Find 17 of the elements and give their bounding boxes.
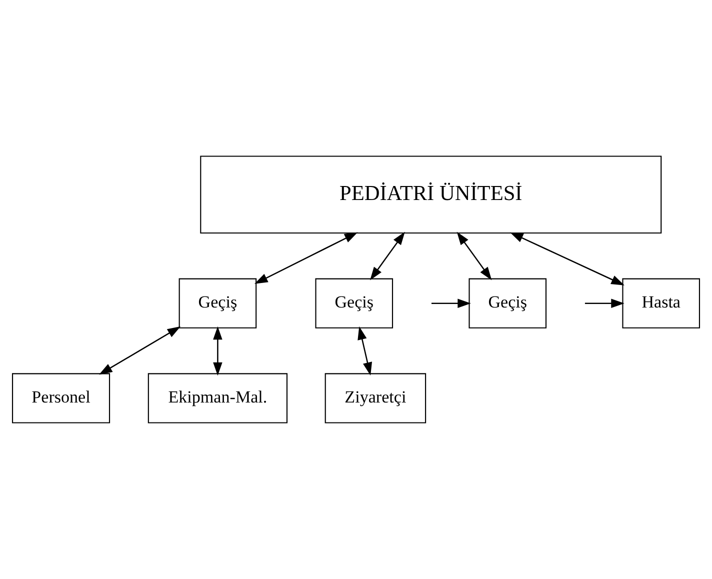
node-box: Hasta xyxy=(622,278,700,328)
node-box: Geçiş xyxy=(178,278,257,328)
arrow xyxy=(370,232,405,280)
node-box: Ziyaretçi xyxy=(324,373,426,424)
node-box: PEDİATRİ ÜNİTESİ xyxy=(200,156,662,234)
arrow xyxy=(99,326,181,375)
arrow xyxy=(213,326,222,376)
arrow xyxy=(456,232,492,280)
arrow xyxy=(358,326,372,376)
node-box: Ekipman-Mal. xyxy=(148,373,288,424)
node-box: Geçiş xyxy=(468,278,547,328)
arrow xyxy=(510,232,624,286)
node-box: Geçiş xyxy=(315,278,394,328)
arrow xyxy=(431,298,471,308)
arrow xyxy=(254,232,358,284)
node-box: Personel xyxy=(12,373,110,424)
arrow xyxy=(584,298,624,308)
